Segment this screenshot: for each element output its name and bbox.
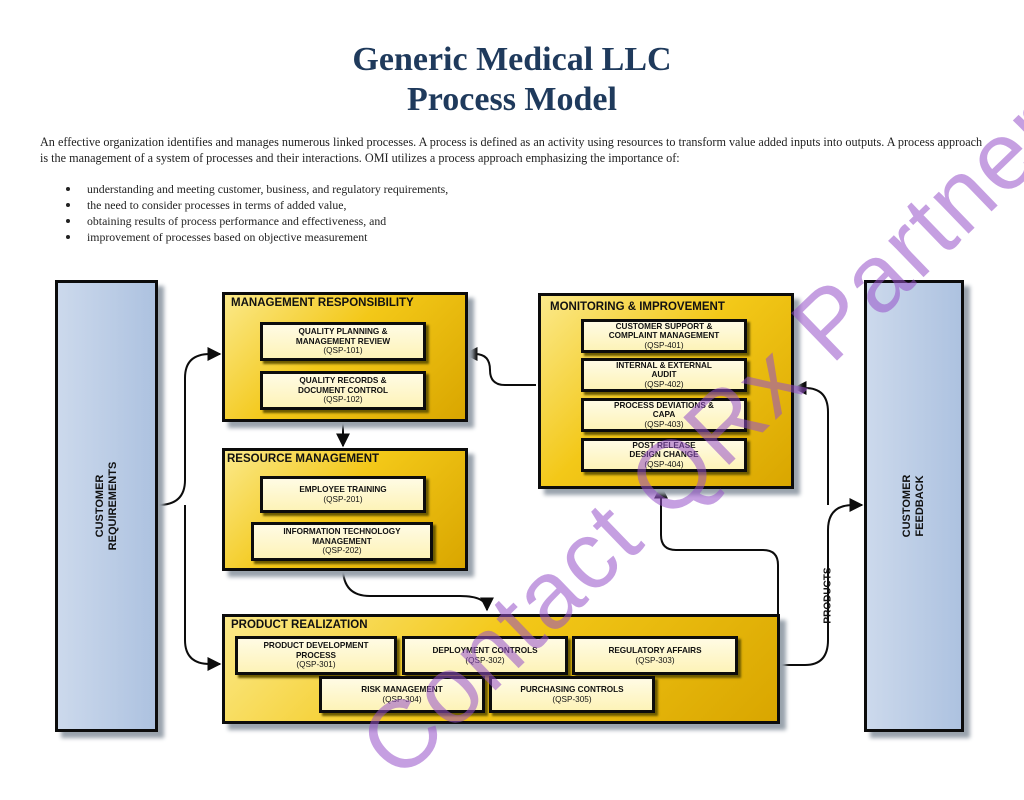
process-name: INFORMATION TECHNOLOGY MANAGEMENT xyxy=(283,527,401,546)
monitoring-improvement-title: MONITORING & IMPROVEMENT xyxy=(550,301,725,313)
process-code: (QSP-102) xyxy=(323,395,363,405)
process-box-qsp-301: PRODUCT DEVELOPMENT PROCESS (QSP-301) xyxy=(235,636,397,675)
process-name: CUSTOMER SUPPORT & COMPLAINT MANAGEMENT xyxy=(608,321,720,341)
intro-paragraph: An effective organization identifies and… xyxy=(40,135,983,165)
bullet-item: understanding and meeting customer, busi… xyxy=(66,181,448,197)
products-arrow xyxy=(778,498,864,666)
process-box-qsp-305: PURCHASING CONTROLS (QSP-305) xyxy=(489,676,655,713)
req-to-management-arrow xyxy=(157,347,222,506)
process-name: POST RELEASE DESIGN CHANGE xyxy=(629,440,699,460)
process-code: (QSP-305) xyxy=(552,694,592,704)
process-name: QUALITY PLANNING & MANAGEMENT REVIEW xyxy=(295,327,391,346)
process-box-qsp-404: POST RELEASE DESIGN CHANGE (QSP-404) xyxy=(581,438,747,472)
process-name: DEPLOYMENT CONTROLS xyxy=(432,646,538,655)
process-name: REGULATORY AFFAIRS xyxy=(608,646,702,655)
customer-feedback-box: CUSTOMER FEEDBACK xyxy=(864,280,964,732)
feedback-to-monitoring-arrow xyxy=(792,381,829,506)
bullet-item: obtaining results of process performance… xyxy=(66,213,448,229)
process-box-qsp-401: CUSTOMER SUPPORT & COMPLAINT MANAGEMENT … xyxy=(581,319,747,353)
page-subtitle: Process Model xyxy=(407,81,617,118)
management-responsibility-group: MANAGEMENT RESPONSIBILITY QUALITY PLANNI… xyxy=(222,292,468,422)
bullet-list: understanding and meeting customer, busi… xyxy=(66,181,448,245)
process-code: (QSP-402) xyxy=(644,379,684,389)
resource-to-product-arrow xyxy=(342,567,494,612)
process-code: (QSP-101) xyxy=(323,346,363,356)
resource-management-group: RESOURCE MANAGEMENT EMPLOYEE TRAINING (Q… xyxy=(222,448,468,571)
process-box-qsp-304: RISK MANAGEMENT (QSP-304) xyxy=(319,676,485,713)
process-box-qsp-402: INTERNAL & EXTERNAL AUDIT (QSP-402) xyxy=(581,358,747,392)
process-code: (QSP-304) xyxy=(382,694,422,704)
bullet-item: the need to consider processes in terms … xyxy=(66,197,448,213)
process-box-qsp-101: QUALITY PLANNING & MANAGEMENT REVIEW (QS… xyxy=(260,322,426,361)
process-name: RISK MANAGEMENT xyxy=(361,685,443,694)
process-code: (QSP-401) xyxy=(644,340,684,350)
process-box-qsp-201: EMPLOYEE TRAINING (QSP-201) xyxy=(260,476,426,513)
customer-feedback-label: CUSTOMER FEEDBACK xyxy=(901,474,926,538)
bullet-item: improvement of processes based on object… xyxy=(66,229,448,245)
process-box-qsp-202: INFORMATION TECHNOLOGY MANAGEMENT (QSP-2… xyxy=(251,522,433,561)
process-name: PROCESS DEVIATIONS & CAPA xyxy=(614,400,714,420)
process-name: PRODUCT DEVELOPMENT PROCESS xyxy=(263,641,369,660)
process-box-qsp-403: PROCESS DEVIATIONS & CAPA (QSP-403) xyxy=(581,398,747,432)
process-box-qsp-102: QUALITY RECORDS & DOCUMENT CONTROL (QSP-… xyxy=(260,371,426,410)
process-name: QUALITY RECORDS & DOCUMENT CONTROL xyxy=(297,376,389,395)
page-title: Generic Medical LLC xyxy=(352,41,672,78)
process-code: (QSP-302) xyxy=(465,655,505,665)
process-code: (QSP-403) xyxy=(644,419,684,429)
product-realization-group: PRODUCT REALIZATION PRODUCT DEVELOPMENT … xyxy=(222,614,780,724)
process-code: (QSP-201) xyxy=(323,494,363,504)
process-name: INTERNAL & EXTERNAL AUDIT xyxy=(616,360,712,380)
process-code: (QSP-301) xyxy=(296,660,336,670)
customer-requirements-box: CUSTOMER REQUIREMENTS xyxy=(55,280,158,732)
management-responsibility-title: MANAGEMENT RESPONSIBILITY xyxy=(231,297,414,309)
process-name: EMPLOYEE TRAINING xyxy=(299,485,387,494)
products-label: PRODUCTS xyxy=(822,567,834,624)
product-realization-title: PRODUCT REALIZATION xyxy=(231,619,368,631)
process-code: (QSP-202) xyxy=(322,546,362,556)
process-code: (QSP-404) xyxy=(644,459,684,469)
process-code: (QSP-303) xyxy=(635,655,675,665)
monitoring-to-management-arrow xyxy=(463,347,536,386)
process-box-qsp-303: REGULATORY AFFAIRS (QSP-303) xyxy=(572,636,738,675)
customer-requirements-label: CUSTOMER REQUIREMENTS xyxy=(93,461,119,551)
process-box-qsp-302: DEPLOYMENT CONTROLS (QSP-302) xyxy=(402,636,568,675)
req-to-product-arrow xyxy=(184,504,222,671)
monitoring-improvement-group: MONITORING & IMPROVEMENT CUSTOMER SUPPOR… xyxy=(538,293,794,489)
resource-management-title: RESOURCE MANAGEMENT xyxy=(227,453,380,465)
process-name: PURCHASING CONTROLS xyxy=(520,685,624,694)
